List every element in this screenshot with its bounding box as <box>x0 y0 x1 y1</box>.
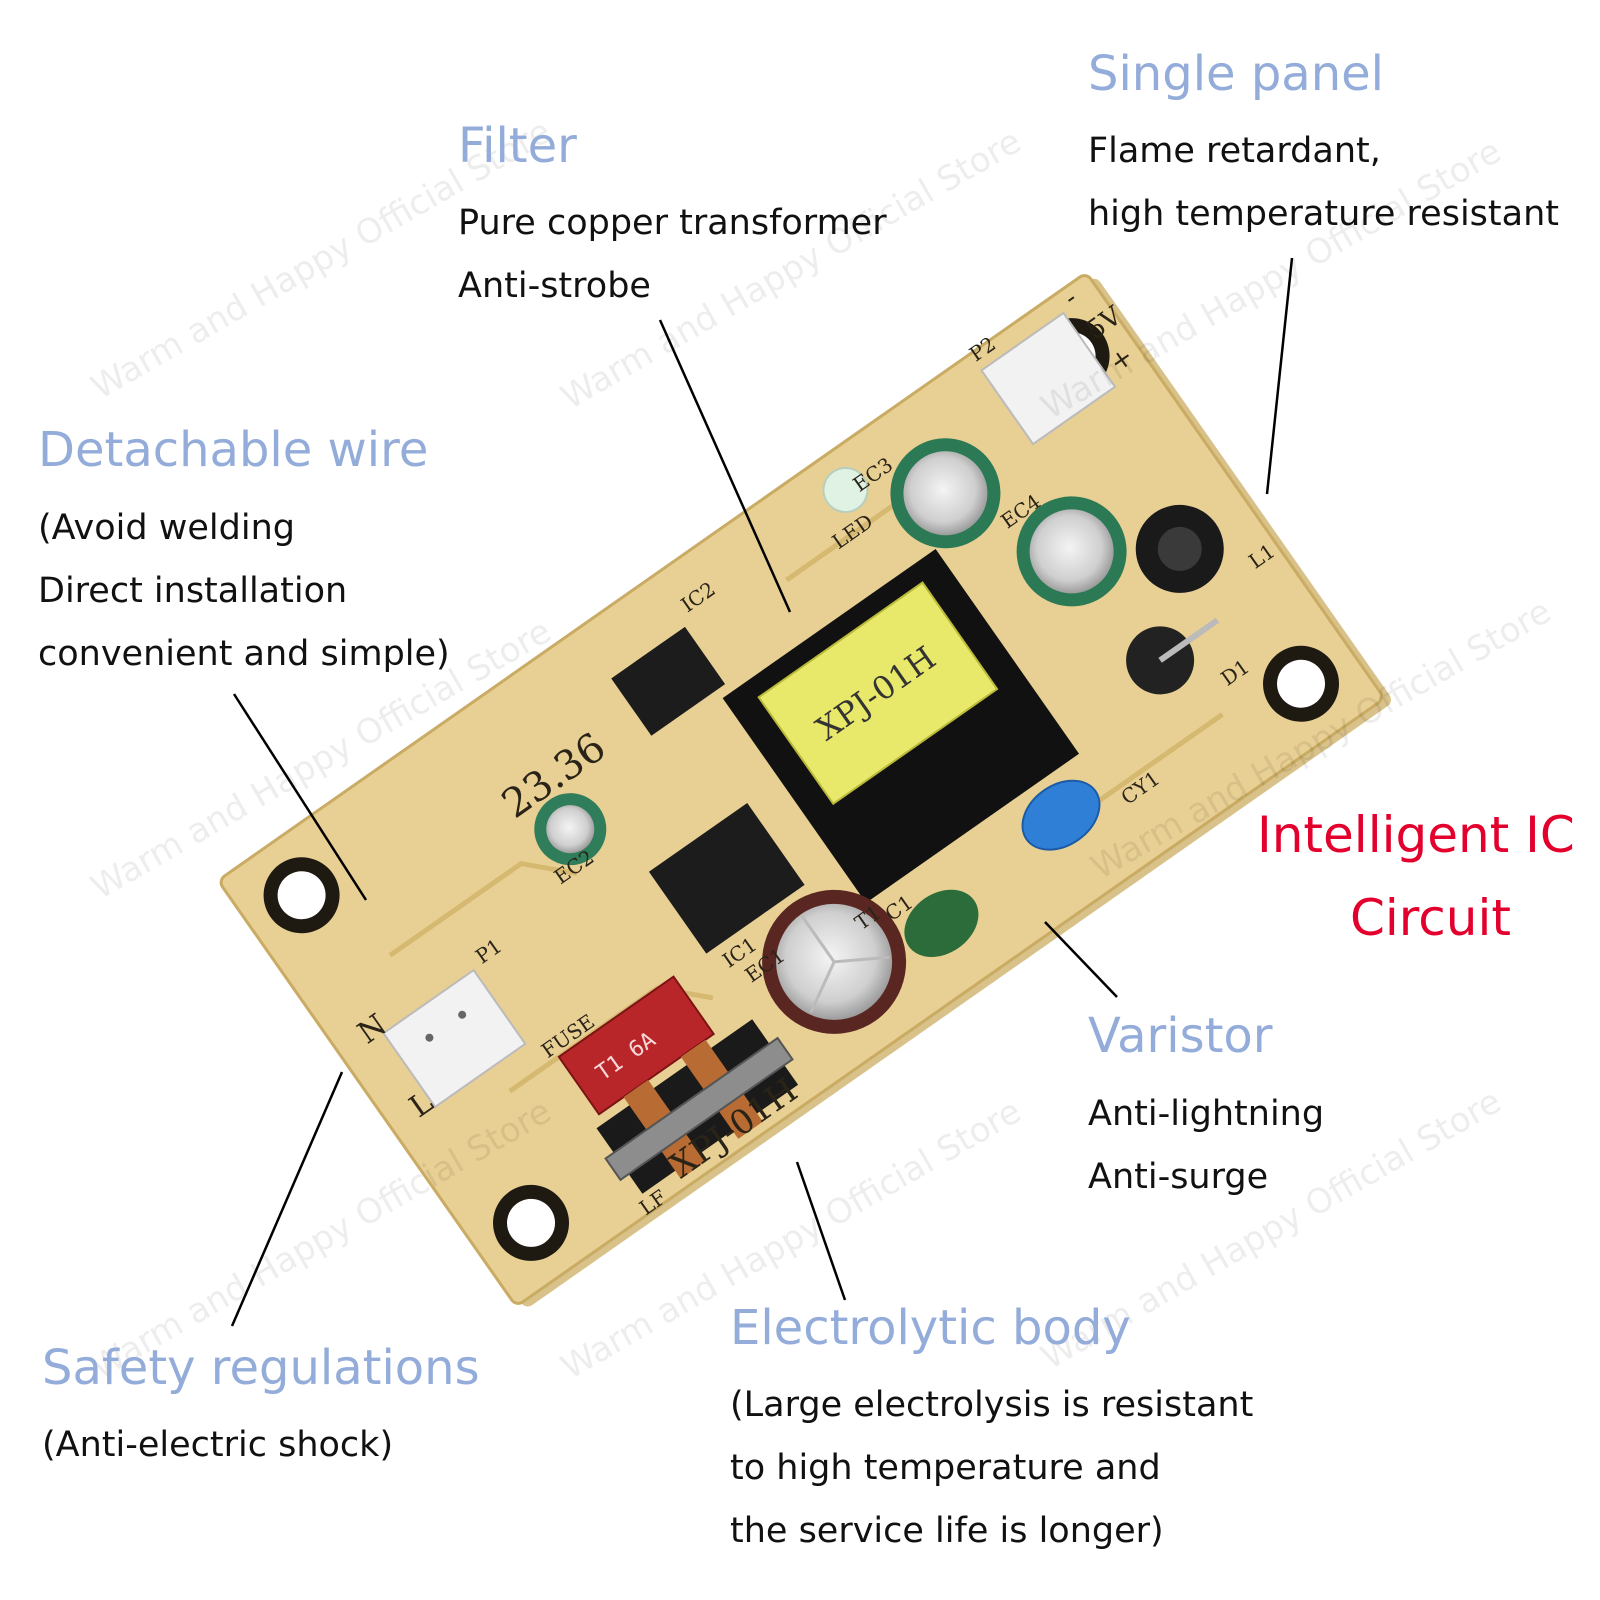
callout-varistor-text: Anti-lightning Anti-surge <box>1088 1094 1325 1197</box>
callout-filter-title: Filter <box>458 118 577 174</box>
varistor-component <box>1021 779 1101 851</box>
ic2-chip <box>611 626 726 736</box>
leader-varistor <box>1044 921 1118 998</box>
callout-filter-text: Pure copper transformer Anti-strobe <box>458 203 887 306</box>
callout-intelligent-ic-line1: Intelligent IC <box>1257 806 1575 864</box>
led <box>822 466 869 513</box>
callout-single-panel-text: Flame retardant, high temperature resist… <box>1088 131 1559 234</box>
callout-detachable-wire-title: Detachable wire <box>38 422 429 478</box>
leader-lines <box>230 257 1294 1327</box>
big-electrolytic-capacitor <box>762 889 907 1034</box>
callout-varistor-title: Varistor <box>1088 1008 1273 1064</box>
ic1-chip <box>648 802 805 954</box>
mounting-holes <box>263 318 1340 1261</box>
leader-electrolytic <box>795 1161 847 1301</box>
capacitor-ec4 <box>1016 496 1127 607</box>
leader-single-panel <box>1265 257 1294 495</box>
transformer: XPJ-01H <box>722 548 1080 903</box>
leader-detachable-wire <box>232 693 368 901</box>
input-connector <box>382 968 527 1109</box>
leader-filter <box>658 319 792 613</box>
callout-single-panel-title: Single panel <box>1088 46 1384 102</box>
callout-intelligent-ic-line2: Circuit <box>1350 889 1511 947</box>
fuse <box>557 975 716 1116</box>
capacitor-ec3 <box>890 438 1001 549</box>
filter-choke <box>596 1019 799 1194</box>
callout-safety-text: (Anti-electric shock) <box>42 1425 394 1465</box>
callout-electrolytic-title: Electrolytic body <box>730 1300 1131 1356</box>
output-connector <box>980 311 1117 446</box>
capacitor-c1 <box>904 889 979 957</box>
callout-safety-title: Safety regulations <box>42 1340 480 1396</box>
callout-electrolytic-text: (Large electrolysis is resistant to high… <box>730 1385 1254 1551</box>
callout-detachable-wire-text: (Avoid welding Direct installation conve… <box>38 508 450 674</box>
leader-safety <box>230 1071 344 1327</box>
